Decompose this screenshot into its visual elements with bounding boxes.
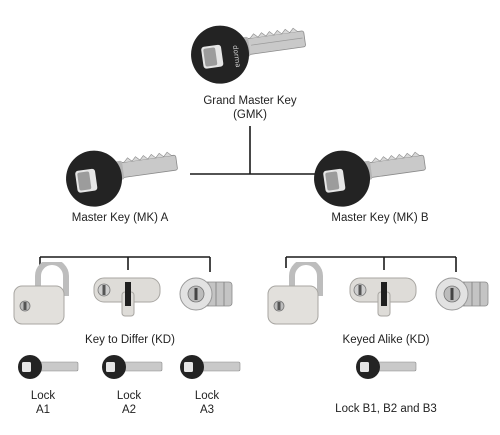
key-b-icon bbox=[356, 355, 417, 379]
svg-text:dorma: dorma bbox=[231, 45, 242, 68]
grand-master-key-abbr: (GMK) bbox=[233, 109, 267, 121]
euro-cylinder-a-icon bbox=[93, 277, 161, 317]
cam-lock-b-icon bbox=[435, 277, 489, 311]
master-key-a-icon bbox=[66, 150, 178, 207]
key-a1-icon bbox=[18, 355, 79, 379]
padlock-b-icon bbox=[267, 262, 323, 325]
euro-cylinder-b-icon bbox=[349, 277, 417, 317]
grand-master-key-icon: dorma bbox=[191, 25, 306, 84]
grand-master-key-title: Grand Master Key bbox=[203, 95, 297, 107]
master-key-b-icon bbox=[314, 150, 426, 207]
padlock-a-icon bbox=[13, 262, 69, 325]
master-key-b-label: Master Key (MK) B bbox=[331, 212, 429, 224]
cam-lock-a-icon bbox=[179, 277, 233, 311]
group-a-label: Key to Differ (KD) bbox=[85, 334, 175, 346]
lock-b-label: Lock B1, B2 and B3 bbox=[335, 403, 437, 415]
key-a2-icon bbox=[102, 355, 163, 379]
master-key-a-label: Master Key (MK) A bbox=[71, 212, 169, 224]
group-b-label: Keyed Alike (KD) bbox=[342, 334, 430, 346]
grand-master-key-label: Grand Master Key (GMK) bbox=[150, 94, 350, 122]
key-a3-icon bbox=[180, 355, 241, 379]
